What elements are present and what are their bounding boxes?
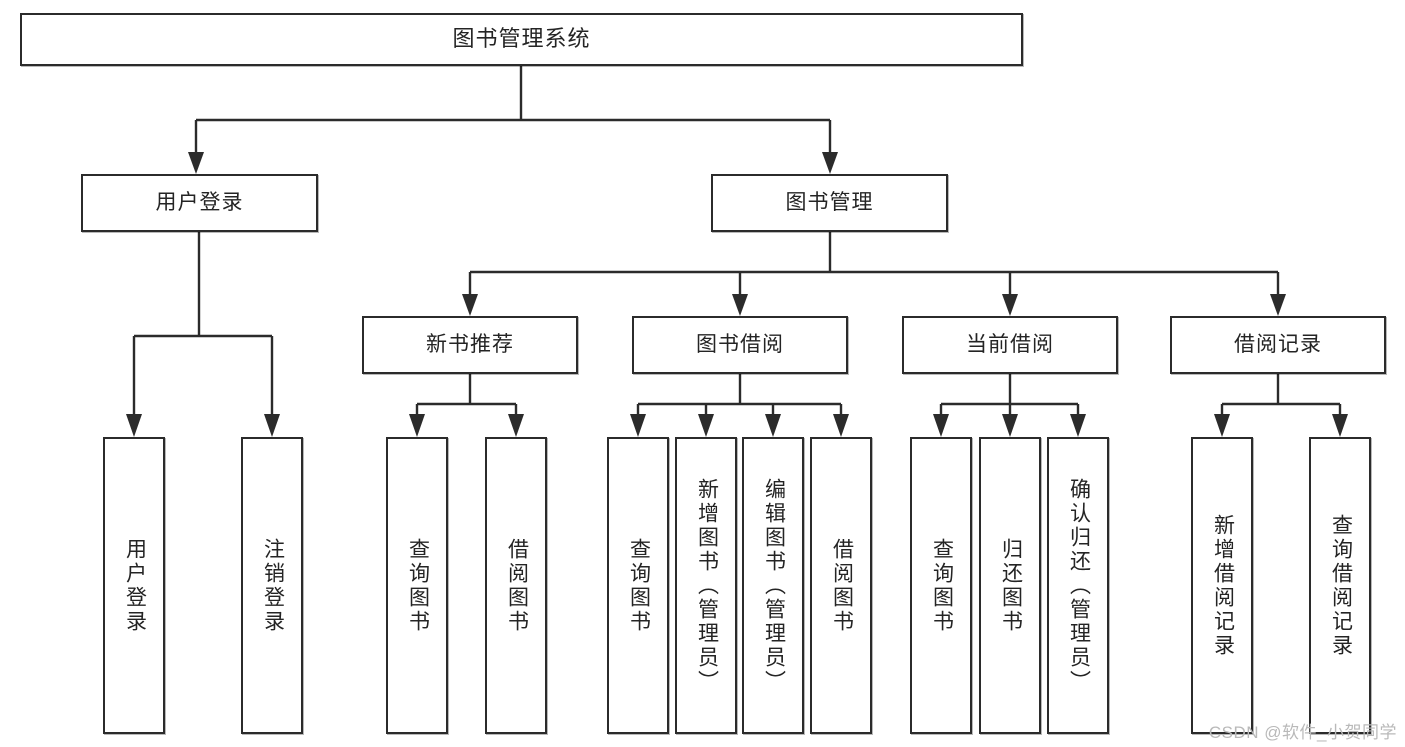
leaf-user-login-login[interactable]: 用户登录: [103, 437, 165, 734]
watermark: CSDN @软件_小贺同学: [1208, 723, 1397, 742]
node-label: 用户登录: [155, 191, 244, 215]
node-root-system[interactable]: 图书管理系统: [20, 13, 1023, 66]
leaf-label: 新增借阅记录: [1211, 513, 1235, 658]
leaf-label: 借阅图书: [505, 537, 529, 634]
node-label: 图书借阅: [696, 333, 784, 357]
leaf-current-return-book[interactable]: 归还图书: [979, 437, 1041, 734]
leaf-borrow-add-book[interactable]: 新增图书（管理员）: [675, 437, 737, 734]
node-label: 图书管理: [785, 191, 874, 215]
node-borrow-record[interactable]: 借阅记录: [1170, 316, 1386, 374]
leaf-label: 新增图书（管理员）: [695, 477, 719, 694]
leaf-current-confirm-return[interactable]: 确认归还（管理员）: [1047, 437, 1109, 734]
leaf-label: 借阅图书: [830, 537, 854, 634]
node-label: 借阅记录: [1234, 333, 1322, 357]
leaf-label: 用户登录: [123, 537, 147, 634]
leaf-label: 注销登录: [261, 537, 285, 634]
leaf-label: 确认归还（管理员）: [1067, 477, 1091, 694]
leaf-label: 查询图书: [406, 537, 430, 634]
leaf-recommend-borrow-book[interactable]: 借阅图书: [485, 437, 547, 734]
node-user-login[interactable]: 用户登录: [81, 174, 318, 232]
node-new-book-recommend[interactable]: 新书推荐: [362, 316, 578, 374]
leaf-label: 归还图书: [999, 537, 1023, 634]
node-book-borrow[interactable]: 图书借阅: [632, 316, 848, 374]
node-current-borrow[interactable]: 当前借阅: [902, 316, 1118, 374]
node-label: 当前借阅: [966, 333, 1054, 357]
leaf-record-add-record[interactable]: 新增借阅记录: [1191, 437, 1253, 734]
node-label: 图书管理系统: [452, 26, 591, 52]
leaf-label: 查询图书: [930, 537, 954, 634]
node-label: 新书推荐: [426, 333, 514, 357]
leaf-current-query-book[interactable]: 查询图书: [910, 437, 972, 734]
leaf-label: 查询图书: [627, 537, 651, 634]
leaf-borrow-query-book[interactable]: 查询图书: [607, 437, 669, 734]
leaf-user-login-logout[interactable]: 注销登录: [241, 437, 303, 734]
leaf-borrow-borrow-book[interactable]: 借阅图书: [810, 437, 872, 734]
leaf-record-query-record[interactable]: 查询借阅记录: [1309, 437, 1371, 734]
leaf-borrow-edit-book[interactable]: 编辑图书（管理员）: [742, 437, 804, 734]
leaf-recommend-query-book[interactable]: 查询图书: [386, 437, 448, 734]
leaf-label: 编辑图书（管理员）: [762, 477, 786, 694]
leaf-label: 查询借阅记录: [1329, 513, 1353, 658]
node-book-management[interactable]: 图书管理: [711, 174, 948, 232]
